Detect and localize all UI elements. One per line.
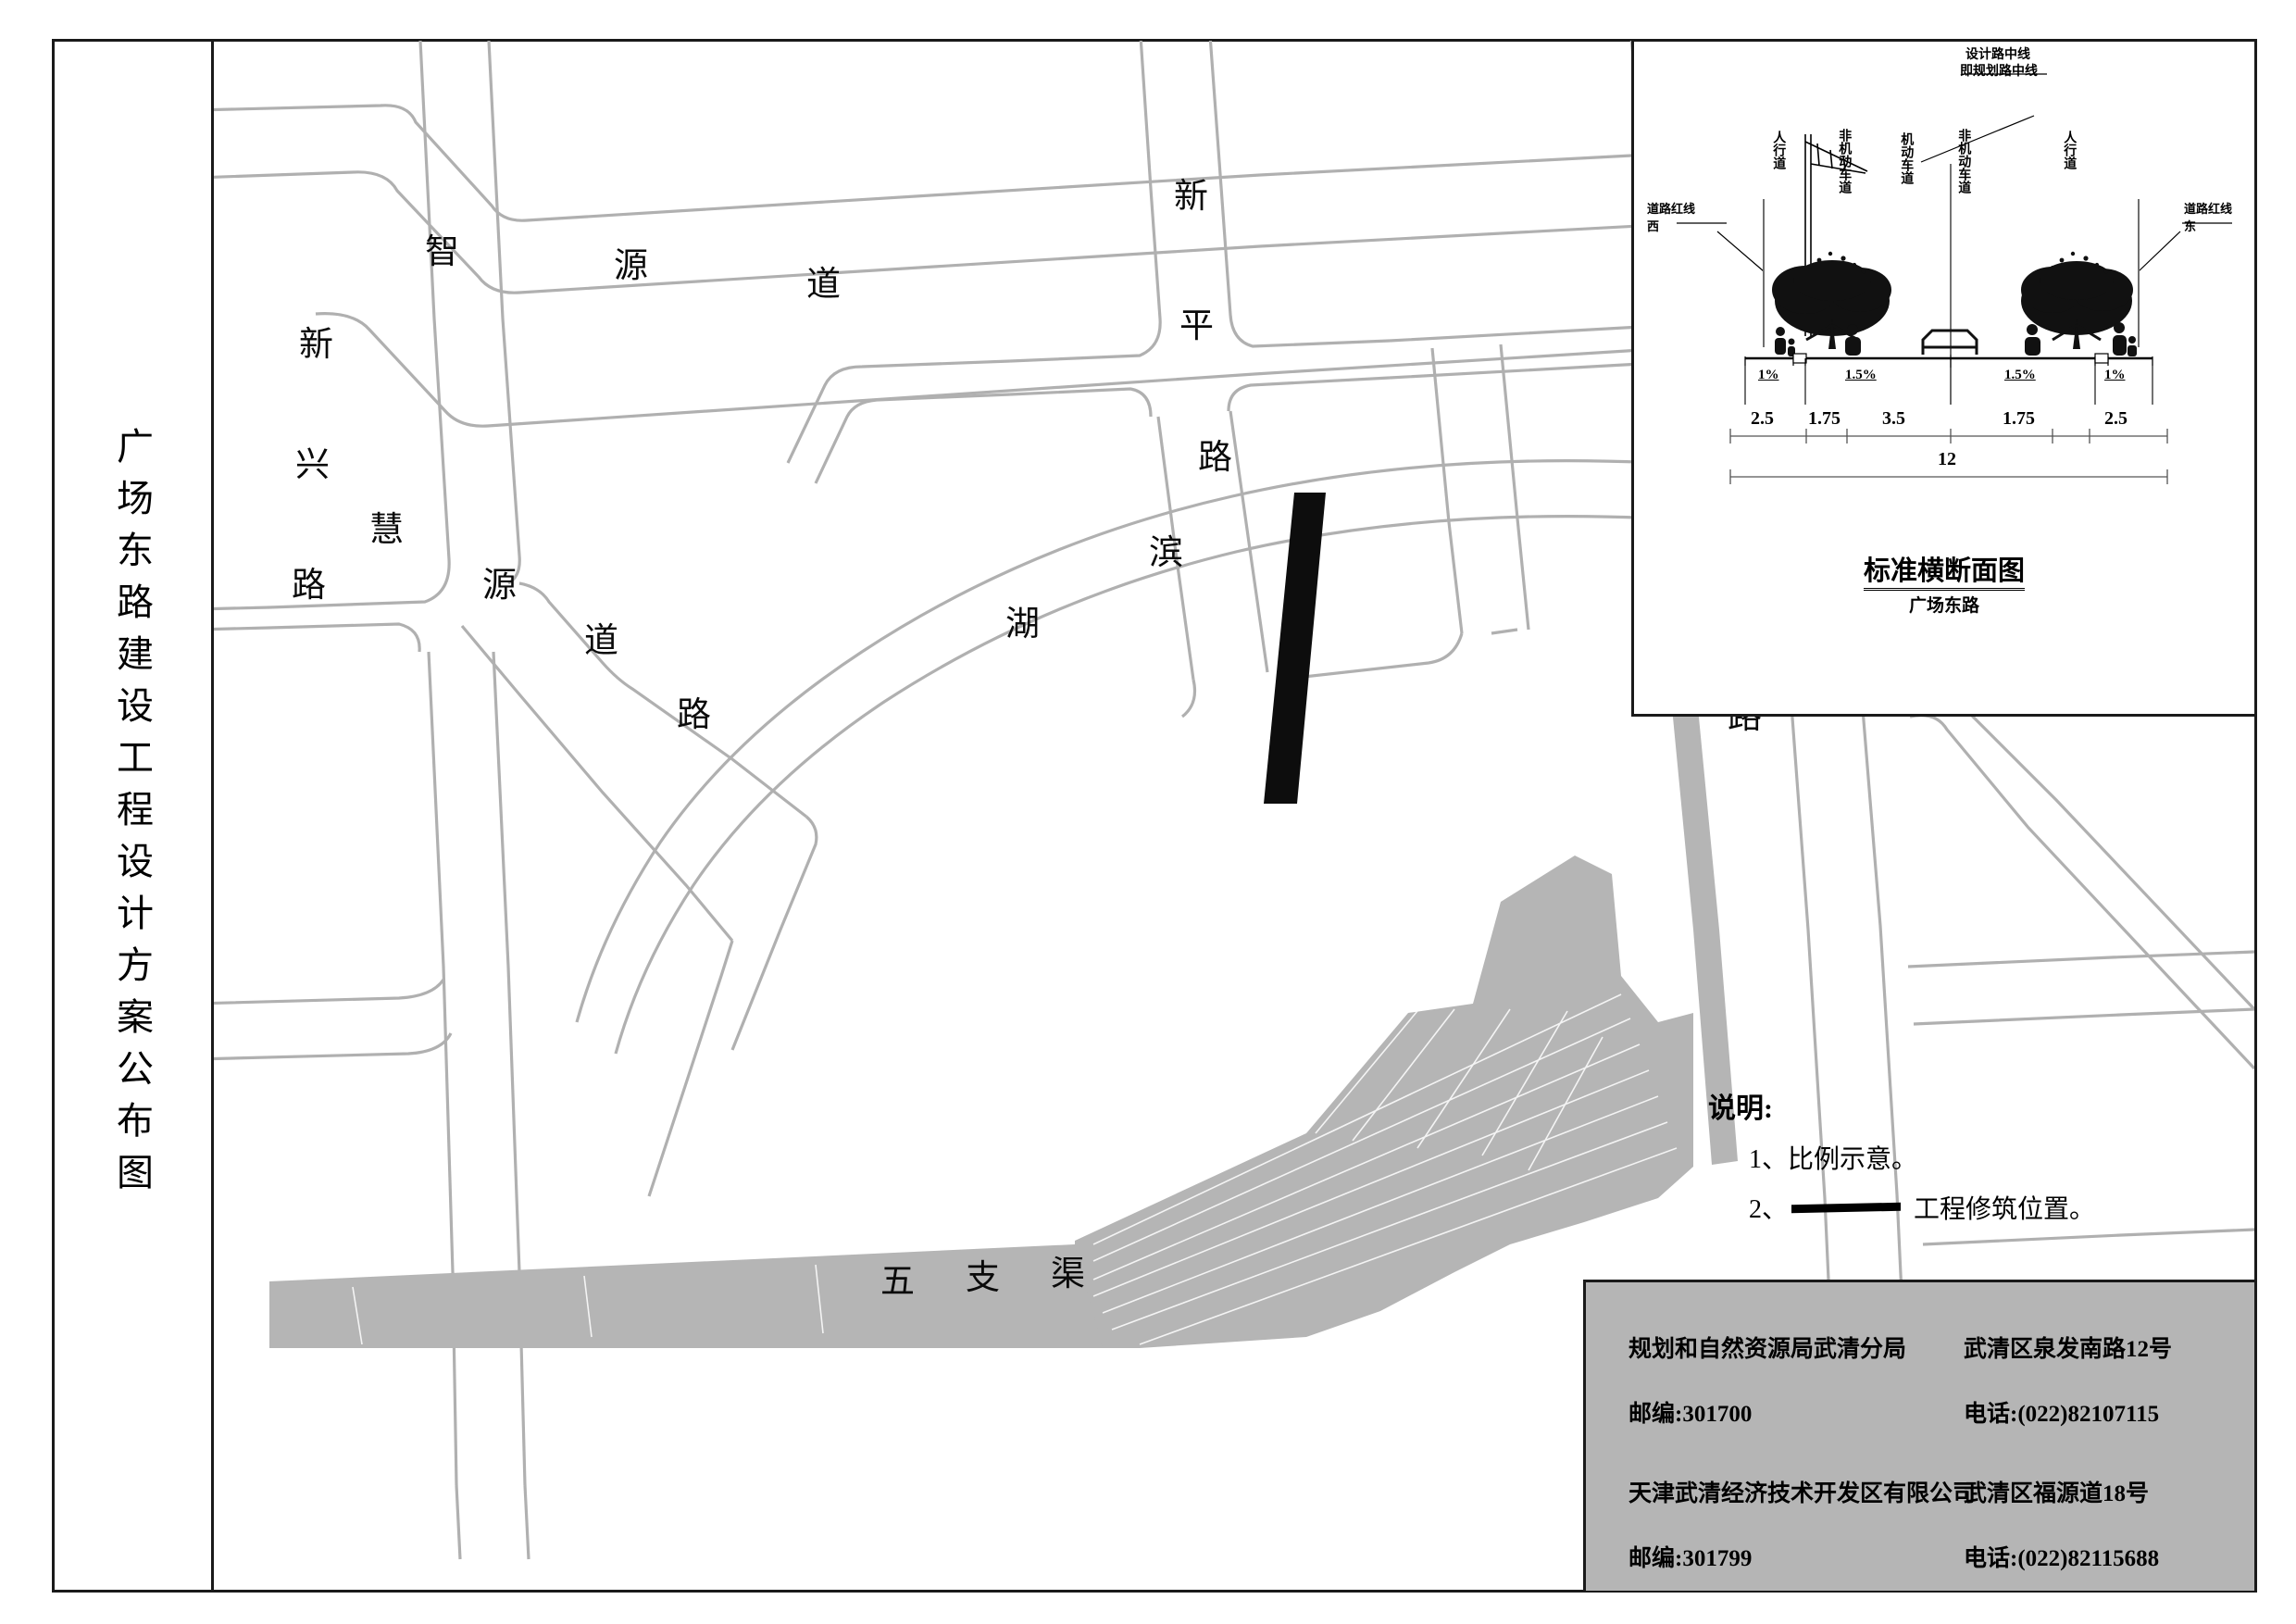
site-plan-map: 智 源 道 新 平 路 新 兴 路 慧 源 道 路 滨 湖 新 开 路 五 支 … xyxy=(214,41,2254,1591)
map-label: 路 xyxy=(1198,439,1232,477)
redline-east-label-line2: 东 xyxy=(2184,219,2197,233)
map-vector xyxy=(214,41,2254,1560)
footer-row: 邮编:301700 电话:(022)82107115 xyxy=(1628,1395,2230,1429)
lane-label-bike-west: 非机动车道 xyxy=(1837,129,1852,194)
title-strip-divider xyxy=(211,39,214,1593)
centerline-label-line2: 即规划路中线 xyxy=(1960,65,2038,79)
total-dimension xyxy=(1729,469,2168,484)
cross-section-title: 标准横断面图 xyxy=(1634,549,2254,591)
footer-row: 邮编:301799 电话:(022)82115688 xyxy=(1628,1540,2230,1573)
footer-row: 天津武清经济技术开发区有限公司 武清区福源道18号 xyxy=(1628,1475,2230,1508)
note-item-2: 2、 工程修筑位置。 xyxy=(1708,1189,2227,1226)
map-label: 道 xyxy=(584,622,618,660)
footer-org: 天津武清经济技术开发区有限公司 xyxy=(1628,1481,1977,1506)
cross-section-subtitle: 广场东路 xyxy=(1908,596,1979,616)
lane-label-vehicle: 机动车道 xyxy=(1899,132,1914,184)
note-item-1-text: 1、比例示意。 xyxy=(1749,1145,1918,1174)
map-label: 新 xyxy=(299,326,333,364)
lane-label-sidewalk-west: 人行道 xyxy=(1771,131,1786,169)
redline-west-label-line1: 道路红线 xyxy=(1647,202,1696,216)
legend-notes: 说明: 1、比例示意。 2、 工程修筑位置。 xyxy=(1708,1085,2227,1226)
map-label: 滨 xyxy=(1149,534,1183,572)
footer-addr: 武清区福源道18号 xyxy=(1964,1481,2150,1506)
map-label: 源 xyxy=(614,247,648,285)
redline-west-label-line2: 西 xyxy=(1647,219,1660,233)
map-label: 慧 xyxy=(369,511,404,549)
width-sidewalk-west: 2.5 xyxy=(1751,408,1774,429)
slope-bike-west: 1.5% xyxy=(1845,368,1877,382)
lane-label-sidewalk-east: 人行道 xyxy=(2062,131,2077,169)
slope-bike-east: 1.5% xyxy=(2004,368,2036,382)
map-label: 兴 xyxy=(295,446,330,484)
footer-info-block: 规划和自然资源局武清分局 武清区泉发南路12号 邮编:301700 电话:(02… xyxy=(1583,1280,2254,1591)
map-label: 新 xyxy=(1174,178,1208,216)
project-line-swatch-icon xyxy=(1791,1202,1902,1213)
map-label: 五 xyxy=(880,1263,915,1301)
map-label: 源 xyxy=(482,567,517,605)
note-item-2-prefix: 2、 xyxy=(1749,1195,1789,1224)
footer-postcode: 邮编:301700 xyxy=(1628,1402,1753,1427)
width-sidewalk-east: 2.5 xyxy=(2104,408,2128,429)
road-network xyxy=(214,41,2254,1560)
page-title: 广场东路建设工程设计方案公布图 xyxy=(111,427,153,1205)
footer-addr: 武清区泉发南路12号 xyxy=(1964,1337,2173,1362)
map-label: 路 xyxy=(292,567,326,605)
dimension-chain xyxy=(1729,429,2168,443)
street-tree xyxy=(1772,260,1891,349)
street-tree xyxy=(2021,261,2133,349)
map-label: 渠 xyxy=(1051,1255,1085,1293)
footer-row: 规划和自然资源局武清分局 武清区泉发南路12号 xyxy=(1628,1330,2230,1364)
map-label: 智 xyxy=(425,233,459,271)
total-width: 12 xyxy=(1938,449,1956,469)
cross-section-title-text: 标准横断面图 xyxy=(1863,556,2025,591)
width-bike-west: 1.75 xyxy=(1808,408,1841,429)
project-alignment-line xyxy=(1264,493,1326,804)
water-body xyxy=(269,856,1693,1348)
redline-east-label-line1: 道路红线 xyxy=(2184,202,2233,216)
lane-label-bike-east: 非机动车道 xyxy=(1956,129,1971,194)
slope-sidewalk-east: 1% xyxy=(2104,368,2126,382)
map-label: 平 xyxy=(1179,307,1214,345)
footer-postcode: 邮编:301799 xyxy=(1628,1546,1753,1571)
pedestrian-figure xyxy=(1775,322,2137,356)
map-label: 湖 xyxy=(1005,606,1040,643)
cross-section-vector xyxy=(1677,73,2232,484)
map-label: 路 xyxy=(677,696,711,734)
map-label: 道 xyxy=(806,266,841,304)
title-strip: 广场东路建设工程设计方案公布图 xyxy=(54,41,209,1591)
slope-sidewalk-west: 1% xyxy=(1758,368,1779,382)
note-item-2-text: 工程修筑位置。 xyxy=(1914,1195,2096,1224)
notes-heading: 说明: xyxy=(1708,1093,1773,1124)
centerline-label-line1: 设计路中线 xyxy=(1965,48,2030,62)
footer-org: 规划和自然资源局武清分局 xyxy=(1628,1337,1907,1362)
footer-phone: 电话:(022)82115688 xyxy=(1964,1546,2160,1571)
cross-section-inset: 设计路中线 即规划路中线 道路红线 西 道路红线 东 人行道 非机动车道 机动车… xyxy=(1631,39,2257,717)
footer-phone: 电话:(022)82107115 xyxy=(1964,1402,2160,1427)
note-item-1: 1、比例示意。 xyxy=(1708,1139,2227,1176)
vehicle-figure xyxy=(1921,329,1978,355)
width-bike-east: 1.75 xyxy=(2003,408,2035,429)
width-vehicle: 3.5 xyxy=(1882,408,1905,429)
map-label: 支 xyxy=(966,1259,1000,1297)
